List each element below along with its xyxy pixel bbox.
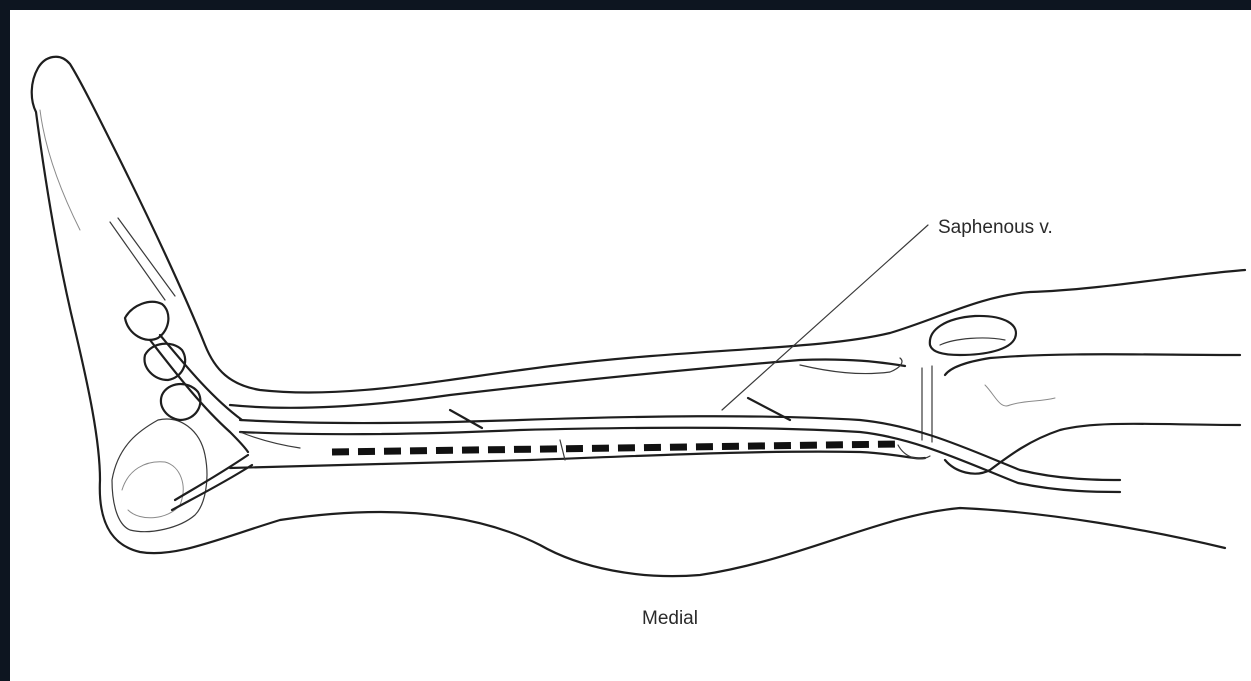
tibia-upper-edge bbox=[230, 359, 905, 407]
medial-label: Medial bbox=[642, 608, 698, 630]
tarsal-bone-1 bbox=[125, 302, 168, 340]
femur-lower-edge bbox=[945, 424, 1240, 474]
tarsal-bone-3 bbox=[161, 384, 200, 420]
femur-upper-edge bbox=[945, 354, 1240, 375]
patella-inner bbox=[940, 338, 1005, 345]
branch-1 bbox=[450, 410, 482, 428]
patella bbox=[930, 316, 1016, 355]
vein-label-leader bbox=[722, 225, 928, 410]
saphenous-vein-lower bbox=[240, 428, 1120, 492]
toe-detail bbox=[40, 110, 80, 230]
branch-3 bbox=[560, 440, 565, 460]
tributary-3 bbox=[175, 455, 248, 500]
leg-outline-upper bbox=[32, 57, 1245, 576]
tributary-4 bbox=[172, 465, 252, 510]
femur-texture bbox=[985, 385, 1055, 406]
tarsal-bone-2 bbox=[145, 344, 186, 380]
saphenous-vein-label: Saphenous v. bbox=[938, 217, 1053, 239]
heel-contour bbox=[112, 419, 207, 532]
